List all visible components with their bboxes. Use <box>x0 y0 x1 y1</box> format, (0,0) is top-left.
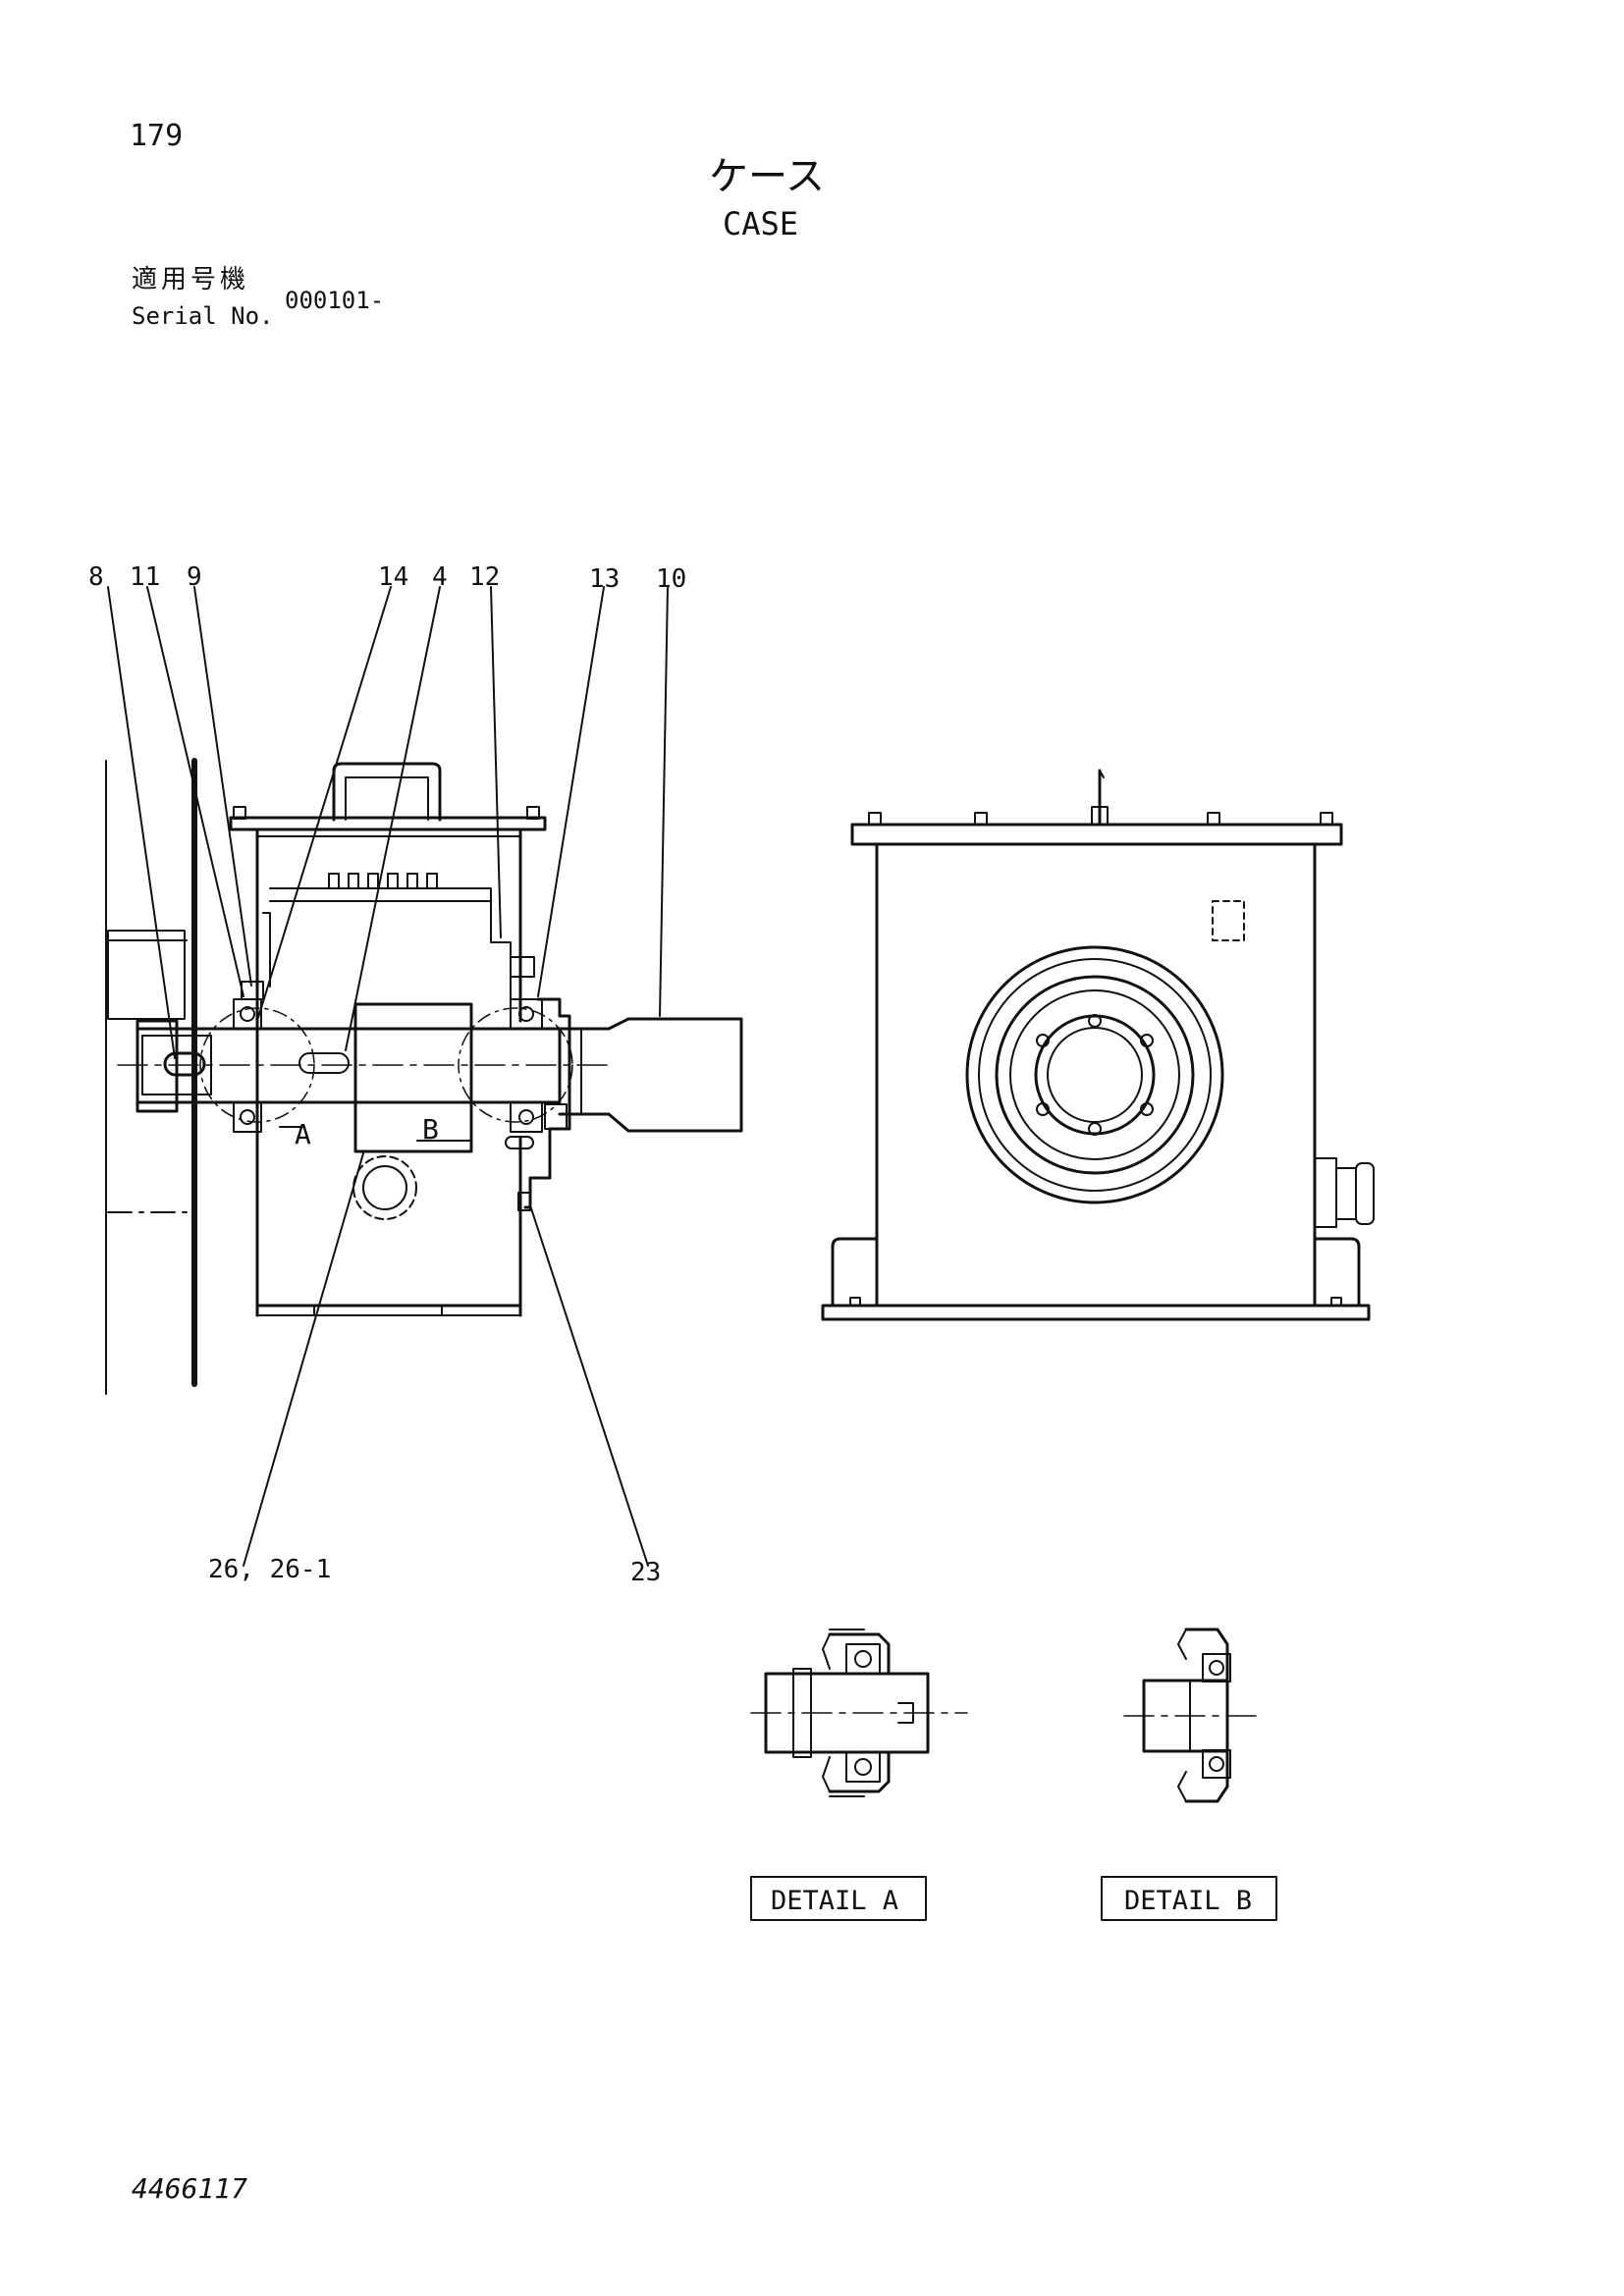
part-label-11: 11 <box>130 562 160 592</box>
part-label-4: 4 <box>432 562 448 592</box>
page-title-english: CASE <box>723 205 799 242</box>
part-label-23: 23 <box>630 1558 661 1587</box>
detail-marker-a: A <box>295 1118 311 1150</box>
part-leader-lines <box>107 586 669 1567</box>
side-section-view <box>105 758 743 1395</box>
detail-b-drawing <box>1123 1628 1258 1803</box>
detail-b-box <box>1101 1876 1277 1921</box>
detail-marker-b: B <box>422 1113 439 1146</box>
part-label-10: 10 <box>656 564 686 594</box>
detail-a-drawing <box>750 1629 968 1797</box>
serial-label-japanese: 適用号機 <box>132 265 250 294</box>
serial-number-value: 000101- <box>285 287 385 314</box>
front-view <box>821 769 1375 1321</box>
part-label-13: 13 <box>589 564 620 594</box>
detail-a-box <box>750 1876 927 1921</box>
part-label-12: 12 <box>469 562 500 592</box>
page-title-japanese: ケース <box>709 154 825 199</box>
part-label-8: 8 <box>88 562 104 592</box>
serial-label-english: Serial No. <box>132 302 274 330</box>
page-number: 179 <box>130 119 184 153</box>
detail-a-label: DETAIL A <box>771 1886 898 1916</box>
document-number: 4466117 <box>132 2172 248 2205</box>
part-label-26: 26, 26-1 <box>208 1555 331 1584</box>
part-label-14: 14 <box>378 562 408 592</box>
part-label-9: 9 <box>187 562 202 592</box>
detail-b-label: DETAIL B <box>1124 1886 1252 1916</box>
